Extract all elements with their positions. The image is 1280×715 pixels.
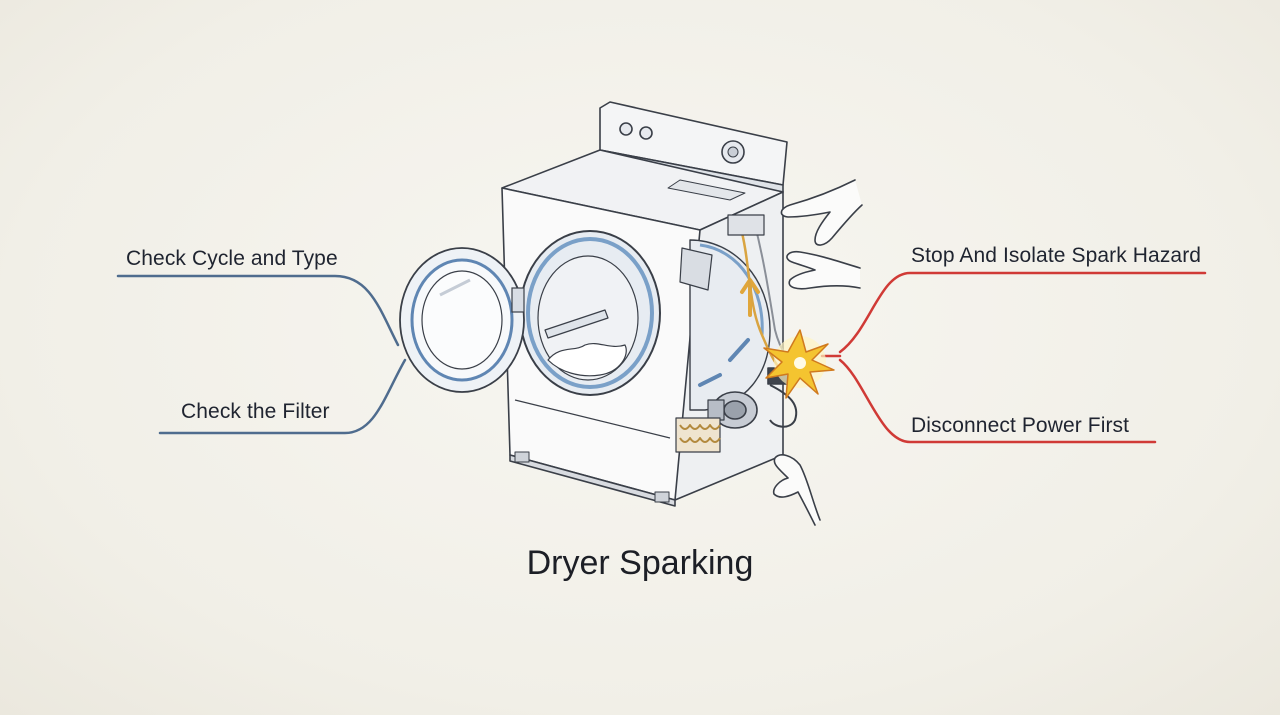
lint-filter-icon — [679, 247, 713, 291]
connector-spark — [838, 271, 1207, 354]
drum-opening — [519, 230, 661, 396]
label-check-filter: Check the Filter — [181, 400, 330, 423]
connector-cycle — [116, 274, 400, 347]
label-disconnect-power: Disconnect Power First — [911, 414, 1130, 437]
terminal-block-icon — [727, 214, 765, 236]
panel-knob-1-icon — [619, 122, 633, 136]
connector-filter — [158, 358, 407, 435]
door-hinge-icon — [511, 287, 525, 313]
hand-icon — [772, 179, 863, 526]
hand-bottom — [772, 454, 821, 526]
dryer-interior — [675, 214, 806, 453]
hand-middle — [786, 250, 861, 290]
label-check-cycle: Check Cycle and Type — [126, 247, 338, 270]
hand-top — [780, 179, 863, 246]
diagram-title: Dryer Sparking — [526, 544, 754, 582]
motor-icon — [707, 391, 758, 429]
panel-knob-2-icon — [639, 126, 653, 140]
connector-power — [838, 358, 1157, 444]
spark-icon — [763, 329, 835, 399]
dryer-door — [399, 247, 525, 393]
label-stop-isolate: Stop And Isolate Spark Hazard — [911, 244, 1202, 267]
heating-coil-icon — [675, 417, 721, 453]
dryer-illustration — [501, 101, 806, 507]
left-connector-lines — [116, 274, 407, 435]
